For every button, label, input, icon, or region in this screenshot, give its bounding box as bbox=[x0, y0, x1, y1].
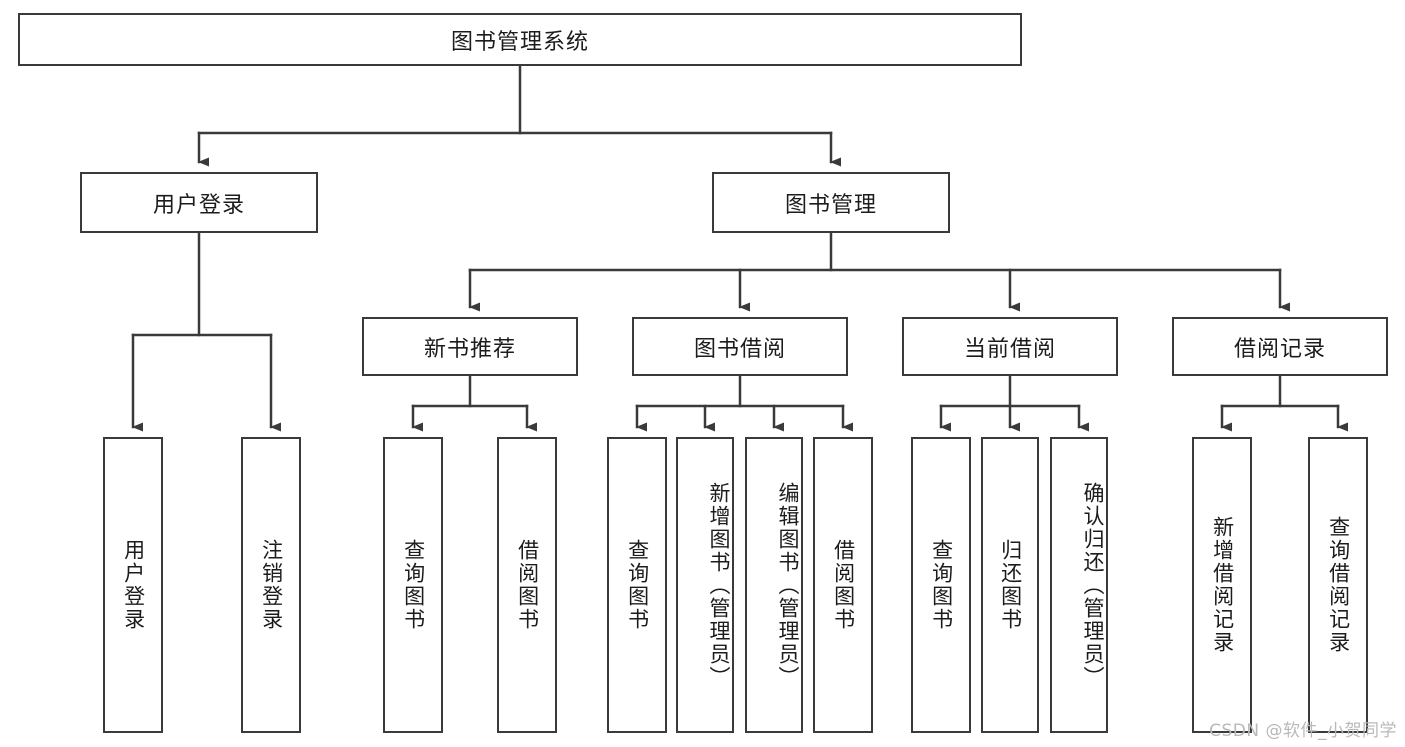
leaf-query-book-1[interactable]: 查询图书 bbox=[383, 437, 443, 733]
leaf-return-book-label: 归还图书 bbox=[998, 539, 1023, 631]
node-root-label: 图书管理系统 bbox=[450, 29, 589, 55]
leaf-edit-book-label: 编辑图书（管理员） bbox=[776, 481, 800, 689]
leaf-confirm-return-label: 确认归还（管理员） bbox=[1081, 481, 1105, 689]
leaf-borrow-book-1[interactable]: 借阅图书 bbox=[497, 437, 557, 733]
node-user-login[interactable]: 用户登录 bbox=[80, 172, 318, 233]
node-current-borrow-label: 当前借阅 bbox=[963, 336, 1056, 362]
leaf-user-logout[interactable]: 注销登录 bbox=[241, 437, 301, 733]
leaf-user-login-label: 用户登录 bbox=[121, 539, 146, 631]
node-book-manage-label: 图书管理 bbox=[784, 192, 877, 218]
node-book-borrow[interactable]: 图书借阅 bbox=[632, 317, 848, 376]
leaf-add-book-label: 新增图书（管理员） bbox=[707, 481, 731, 689]
node-root[interactable]: 图书管理系统 bbox=[18, 13, 1022, 66]
leaf-add-book[interactable]: 新增图书（管理员） bbox=[676, 437, 734, 733]
leaf-query-record[interactable]: 查询借阅记录 bbox=[1308, 437, 1368, 733]
leaf-add-record[interactable]: 新增借阅记录 bbox=[1192, 437, 1252, 733]
node-new-book-recommend-label: 新书推荐 bbox=[423, 336, 516, 362]
leaf-add-record-label: 新增借阅记录 bbox=[1210, 516, 1235, 654]
node-borrow-record[interactable]: 借阅记录 bbox=[1172, 317, 1388, 376]
leaf-query-book-2-label: 查询图书 bbox=[625, 539, 650, 631]
leaf-borrow-book-1-label: 借阅图书 bbox=[515, 539, 540, 631]
node-current-borrow[interactable]: 当前借阅 bbox=[902, 317, 1118, 376]
leaf-query-book-3-label: 查询图书 bbox=[929, 539, 954, 631]
node-user-login-label: 用户登录 bbox=[152, 192, 245, 218]
leaf-borrow-book-2-label: 借阅图书 bbox=[831, 539, 856, 631]
node-new-book-recommend[interactable]: 新书推荐 bbox=[362, 317, 578, 376]
leaf-user-login[interactable]: 用户登录 bbox=[103, 437, 163, 733]
leaf-return-book[interactable]: 归还图书 bbox=[981, 437, 1039, 733]
leaf-query-book-2[interactable]: 查询图书 bbox=[607, 437, 667, 733]
node-book-manage[interactable]: 图书管理 bbox=[712, 172, 950, 233]
leaf-edit-book[interactable]: 编辑图书（管理员） bbox=[745, 437, 803, 733]
node-borrow-record-label: 借阅记录 bbox=[1233, 336, 1326, 362]
leaf-confirm-return[interactable]: 确认归还（管理员） bbox=[1050, 437, 1108, 733]
leaf-query-book-1-label: 查询图书 bbox=[401, 539, 426, 631]
watermark: CSDN @软件_小贺同学 bbox=[1209, 721, 1397, 741]
leaf-query-record-label: 查询借阅记录 bbox=[1326, 516, 1351, 654]
leaf-borrow-book-2[interactable]: 借阅图书 bbox=[813, 437, 873, 733]
leaf-query-book-3[interactable]: 查询图书 bbox=[911, 437, 971, 733]
node-book-borrow-label: 图书借阅 bbox=[693, 336, 786, 362]
leaf-user-logout-label: 注销登录 bbox=[259, 539, 284, 631]
